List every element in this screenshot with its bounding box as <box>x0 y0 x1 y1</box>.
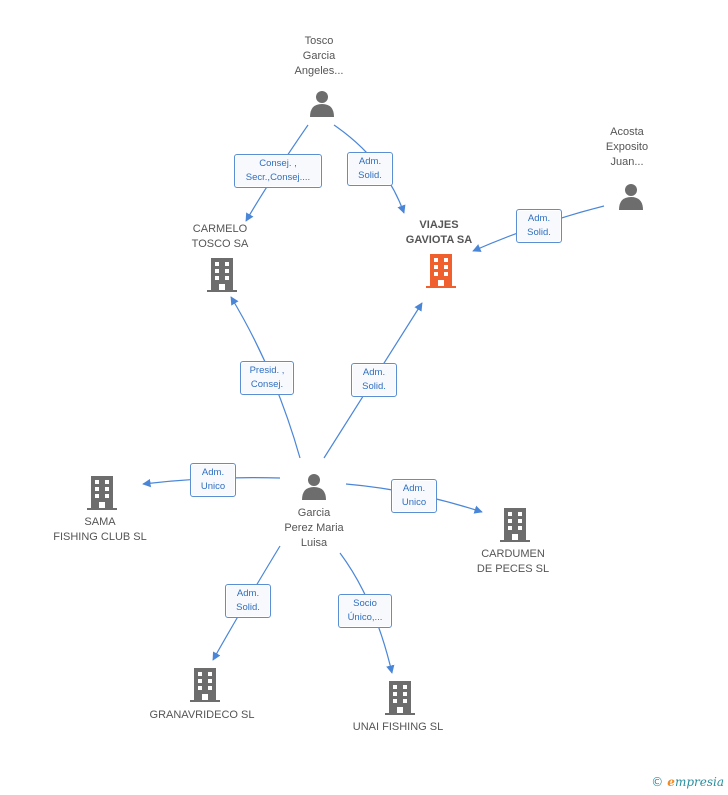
person-icon[interactable] <box>617 182 645 210</box>
edge-label-garcia-sama[interactable]: Adm. Unico <box>190 463 236 497</box>
edge-label-acosta-viajes[interactable]: Adm. Solid. <box>516 209 562 243</box>
copyright-symbol: © <box>651 775 664 789</box>
node-label-acosta[interactable]: Acosta Exposito Juan... <box>605 126 649 168</box>
building-icon[interactable] <box>207 258 237 292</box>
edge-label-tosco-carmelo[interactable]: Consej. , Secr.,Consej.... <box>234 154 322 188</box>
node-label-carmelo[interactable]: CARMELO TOSCO SA <box>191 223 249 250</box>
building-icon-highlighted[interactable] <box>426 254 456 288</box>
node-label-tosco[interactable]: Tosco Garcia Angeles... <box>294 35 344 77</box>
edge-label-garcia-viajes[interactable]: Adm. Solid. <box>351 363 397 397</box>
brand-initial: e <box>667 775 675 789</box>
node-label-viajes[interactable]: VIAJES GAVIOTA SA <box>405 219 473 246</box>
node-label-granavrideco[interactable]: GRANAVRIDECO SL <box>149 709 255 721</box>
node-label-sama[interactable]: SAMA FISHING CLUB SL <box>53 516 147 543</box>
node-label-cardumen[interactable]: CARDUMEN DE PECES SL <box>476 548 550 575</box>
edge-label-garcia-carmelo[interactable]: Presid. , Consej. <box>240 361 294 395</box>
building-icon[interactable] <box>190 668 220 702</box>
edge-label-garcia-unai[interactable]: Socio Único,... <box>338 594 392 628</box>
building-icon[interactable] <box>385 681 415 715</box>
brand-name: mpresia <box>674 775 724 789</box>
node-label-unai[interactable]: UNAI FISHING SL <box>352 721 444 733</box>
person-icon[interactable] <box>300 472 328 500</box>
edge-label-garcia-cardumen[interactable]: Adm. Unico <box>391 479 437 513</box>
building-icon[interactable] <box>87 476 117 510</box>
empresia-logo: ©empresia <box>651 775 724 789</box>
person-icon[interactable] <box>308 89 336 117</box>
edge-label-garcia-granavrideco[interactable]: Adm. Solid. <box>225 584 271 618</box>
node-label-garcia[interactable]: Garcia Perez Maria Luisa <box>284 507 344 549</box>
building-icon[interactable] <box>500 508 530 542</box>
edge-label-tosco-viajes[interactable]: Adm. Solid. <box>347 152 393 186</box>
